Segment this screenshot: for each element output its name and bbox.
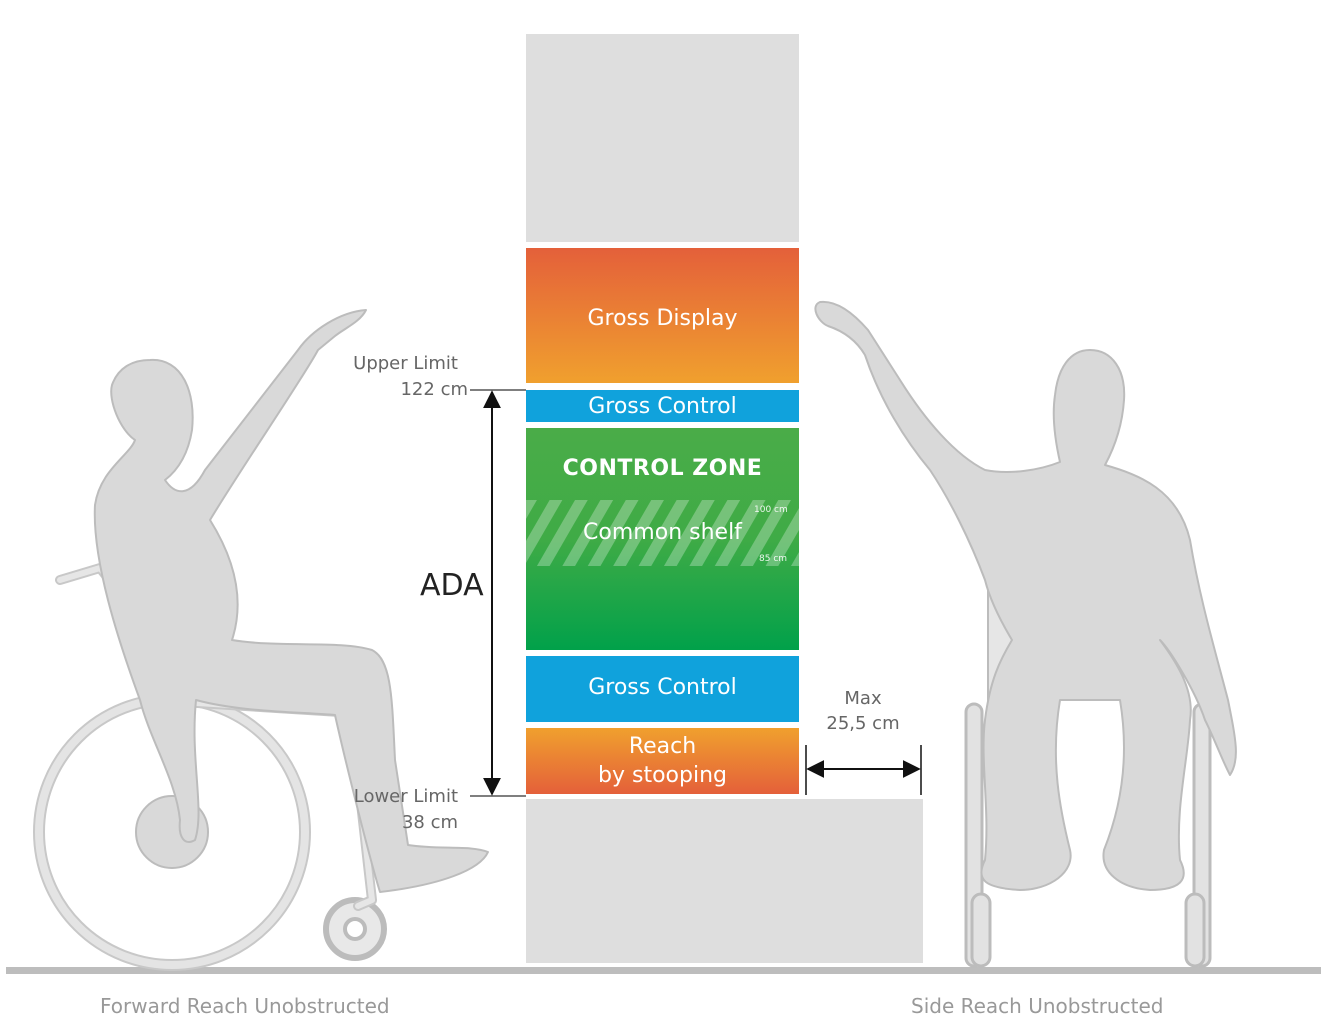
- gross-control-upper-label: Gross Control: [588, 394, 737, 419]
- side-reach-figure: [814, 300, 1237, 968]
- base-gray-panel: [526, 799, 923, 963]
- upper-limit-label: Upper Limit: [353, 353, 458, 374]
- reach-by-stooping-zone: [526, 728, 799, 794]
- forward-reach-figure: [33, 309, 489, 971]
- gross-control-upper-zone: [526, 390, 799, 422]
- ada-range-label: ADA: [420, 568, 484, 603]
- top-gray-panel: [526, 34, 799, 242]
- upper-limit-value: 122 cm: [400, 379, 468, 400]
- side-reach-caption: Side Reach Unobstructed: [911, 994, 1164, 1018]
- gross-display-label: Gross Display: [587, 306, 738, 331]
- shelf-top-mark: 100 cm: [754, 505, 788, 515]
- lower-limit-label: Lower Limit: [353, 786, 458, 807]
- reach-line1-label: Reach: [628, 734, 697, 759]
- gross-display-zone: [526, 248, 799, 383]
- forward-reach-caption: Forward Reach Unobstructed: [100, 994, 390, 1018]
- max-reach-label: Max: [844, 688, 882, 709]
- ground-line: [6, 967, 1321, 974]
- max-reach-value: 25,5 cm: [826, 713, 900, 734]
- gross-control-lower-label: Gross Control: [588, 675, 737, 700]
- lower-limit-value: 38 cm: [401, 812, 458, 833]
- control-zone-title: CONTROL ZONE: [562, 456, 763, 481]
- common-shelf-band: [526, 500, 799, 566]
- common-shelf-label: Common shelf: [583, 520, 742, 545]
- reach-line2-label: by stooping: [598, 763, 727, 788]
- shelf-bottom-mark: 85 cm: [759, 554, 788, 564]
- gross-control-lower-zone: [526, 656, 799, 722]
